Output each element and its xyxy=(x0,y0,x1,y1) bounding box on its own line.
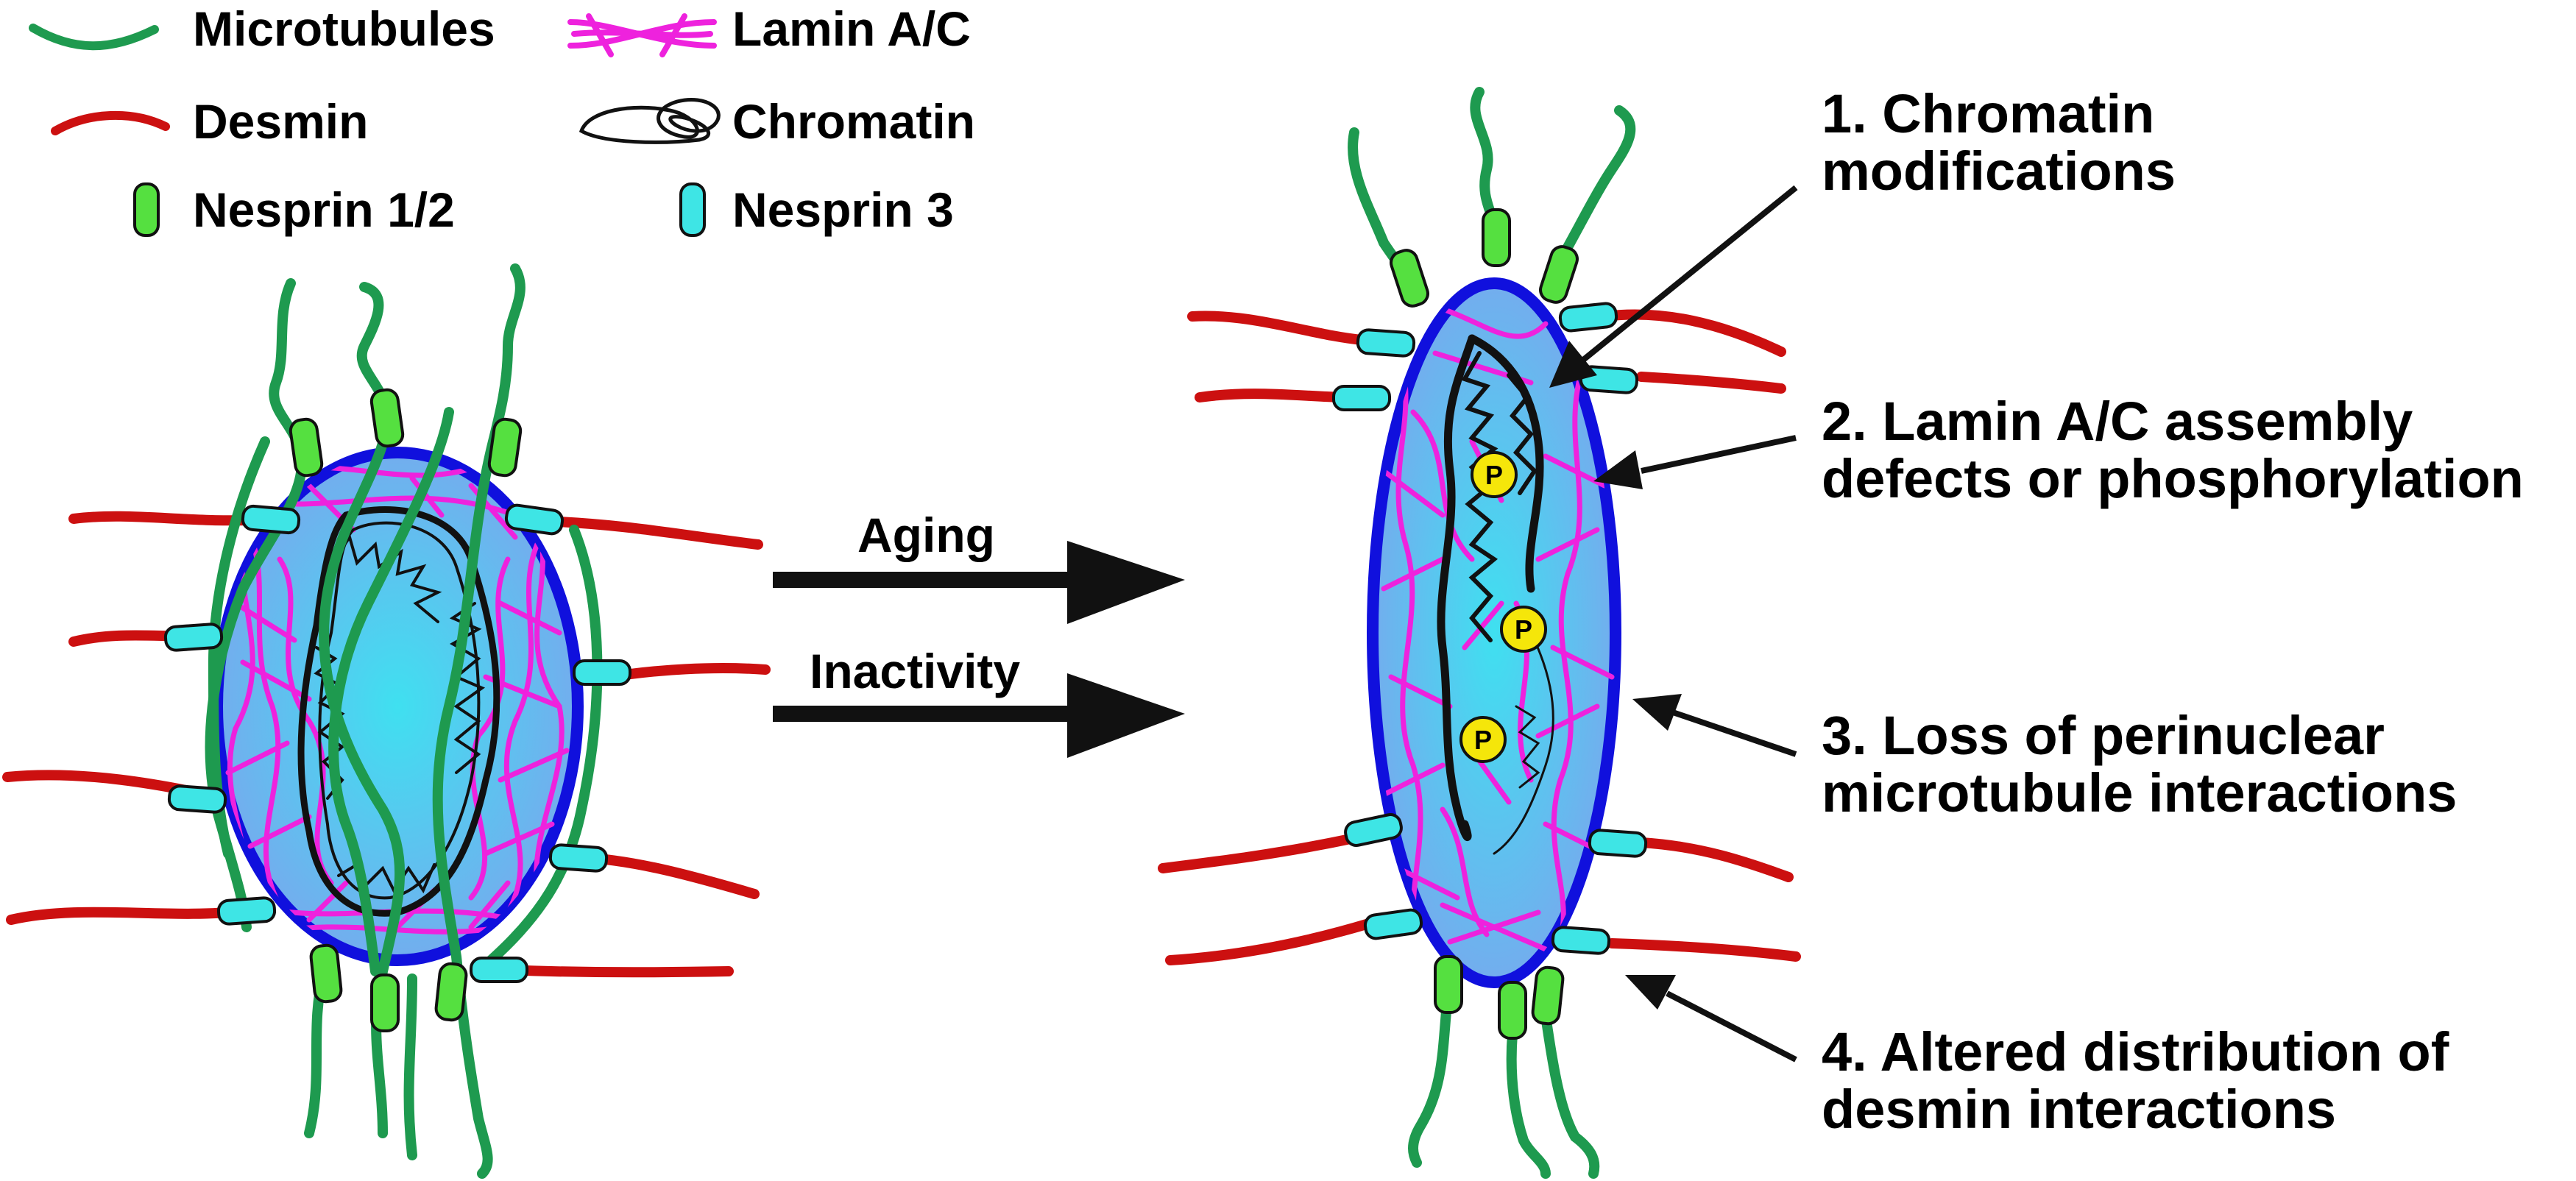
legend-desmin-label: Desmin xyxy=(193,94,368,149)
legend-chromatin: Chromatin xyxy=(578,94,975,149)
legend-nesprin12: Nesprin 1/2 xyxy=(133,182,455,237)
phospho-label: P xyxy=(1474,725,1492,755)
legend-nesprin3: Nesprin 3 xyxy=(679,182,954,237)
nesprin12-left xyxy=(289,388,523,1032)
step-2-line-1: 2. Lamin A/C assembly xyxy=(1822,391,2413,452)
phospho-markers: P P P xyxy=(1459,451,1547,763)
legend-chromatin-label: Chromatin xyxy=(732,94,975,149)
desmin-filaments-right xyxy=(1158,309,1801,965)
step-4-line-1: 4. Altered distribution of xyxy=(1822,1021,2449,1082)
lamin-meshwork-right xyxy=(1381,306,1615,960)
step-2-line-2: defects or phosphorylation xyxy=(1822,448,2524,509)
microtubule-icon xyxy=(29,24,159,51)
phospho-label: P xyxy=(1485,460,1503,490)
callout-arrow-3 xyxy=(1632,694,1797,757)
callout-arrows xyxy=(1549,185,1798,1063)
nesprin3-icon xyxy=(679,182,706,237)
phospho-marker-3: P xyxy=(1459,716,1507,763)
legend-nesprin3-label: Nesprin 3 xyxy=(732,182,954,237)
phospho-label: P xyxy=(1515,614,1532,645)
lamin-icon xyxy=(567,13,717,57)
chromatin-icon xyxy=(578,98,721,144)
young-nucleus xyxy=(2,263,771,1179)
legend-desmin: Desmin xyxy=(51,94,368,149)
legend-nesprin12-label: Nesprin 1/2 xyxy=(193,182,455,237)
step-3-line-1: 3. Loss of perinuclear xyxy=(1822,705,2385,766)
step-1-line-2: modifications xyxy=(1822,141,2176,202)
inactivity-arrow xyxy=(773,673,1185,758)
legend-microtubules-label: Microtubules xyxy=(193,1,495,56)
step-labels: 1. Chromatin modifications 2. Lamin A/C … xyxy=(1822,83,2524,1140)
nesprin12-icon xyxy=(133,182,160,237)
phospho-marker-1: P xyxy=(1471,451,1518,498)
nesprin12-right xyxy=(1390,208,1579,1040)
callout-arrow-4 xyxy=(1625,975,1797,1063)
microtubules-right xyxy=(1348,87,1636,1179)
transition-arrows: Aging Inactivity xyxy=(773,508,1185,758)
desmin-icon xyxy=(51,110,170,135)
legend: Microtubules Lamin A/C Desmin Chromatin … xyxy=(29,1,975,237)
step-1-line-1: 1. Chromatin xyxy=(1822,83,2154,144)
legend-microtubules: Microtubules xyxy=(29,1,495,56)
nesprin3-left xyxy=(163,503,631,983)
callout-arrow-2 xyxy=(1593,435,1797,489)
aging-arrow xyxy=(773,541,1185,624)
step-3-line-2: microtubule interactions xyxy=(1822,762,2457,823)
legend-lamin: Lamin A/C xyxy=(567,1,971,57)
aging-label: Aging xyxy=(857,508,995,562)
aged-nucleus: P P P xyxy=(1158,87,1801,1179)
phospho-marker-2: P xyxy=(1500,606,1547,653)
callout-arrow-1 xyxy=(1549,185,1798,388)
inactivity-label: Inactivity xyxy=(810,644,1020,698)
step-4-line-2: desmin interactions xyxy=(1822,1079,2336,1140)
legend-lamin-label: Lamin A/C xyxy=(732,1,971,56)
